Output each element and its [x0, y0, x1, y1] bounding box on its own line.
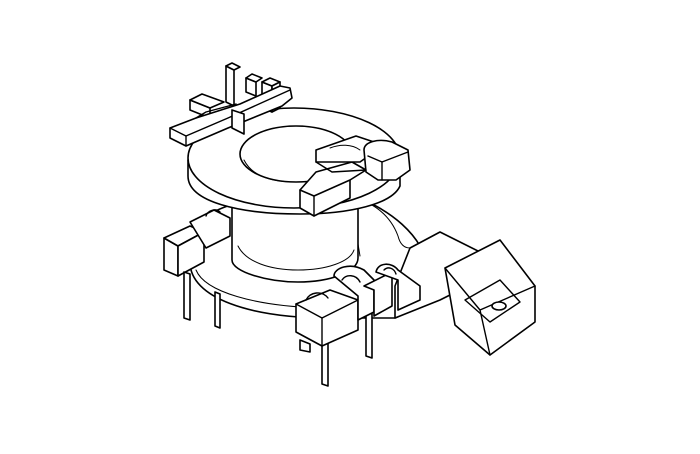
left-clips: [163, 209, 231, 277]
front-clips: [295, 263, 421, 353]
core-tube: [231, 199, 361, 283]
pin-4: [365, 311, 373, 359]
pin-1: [183, 271, 191, 321]
mounting-hole: [491, 301, 507, 311]
pin-2: [214, 291, 221, 329]
top-right-clip: [299, 135, 411, 217]
top-left-clip: [169, 62, 293, 147]
terminal-housing: [444, 239, 536, 356]
